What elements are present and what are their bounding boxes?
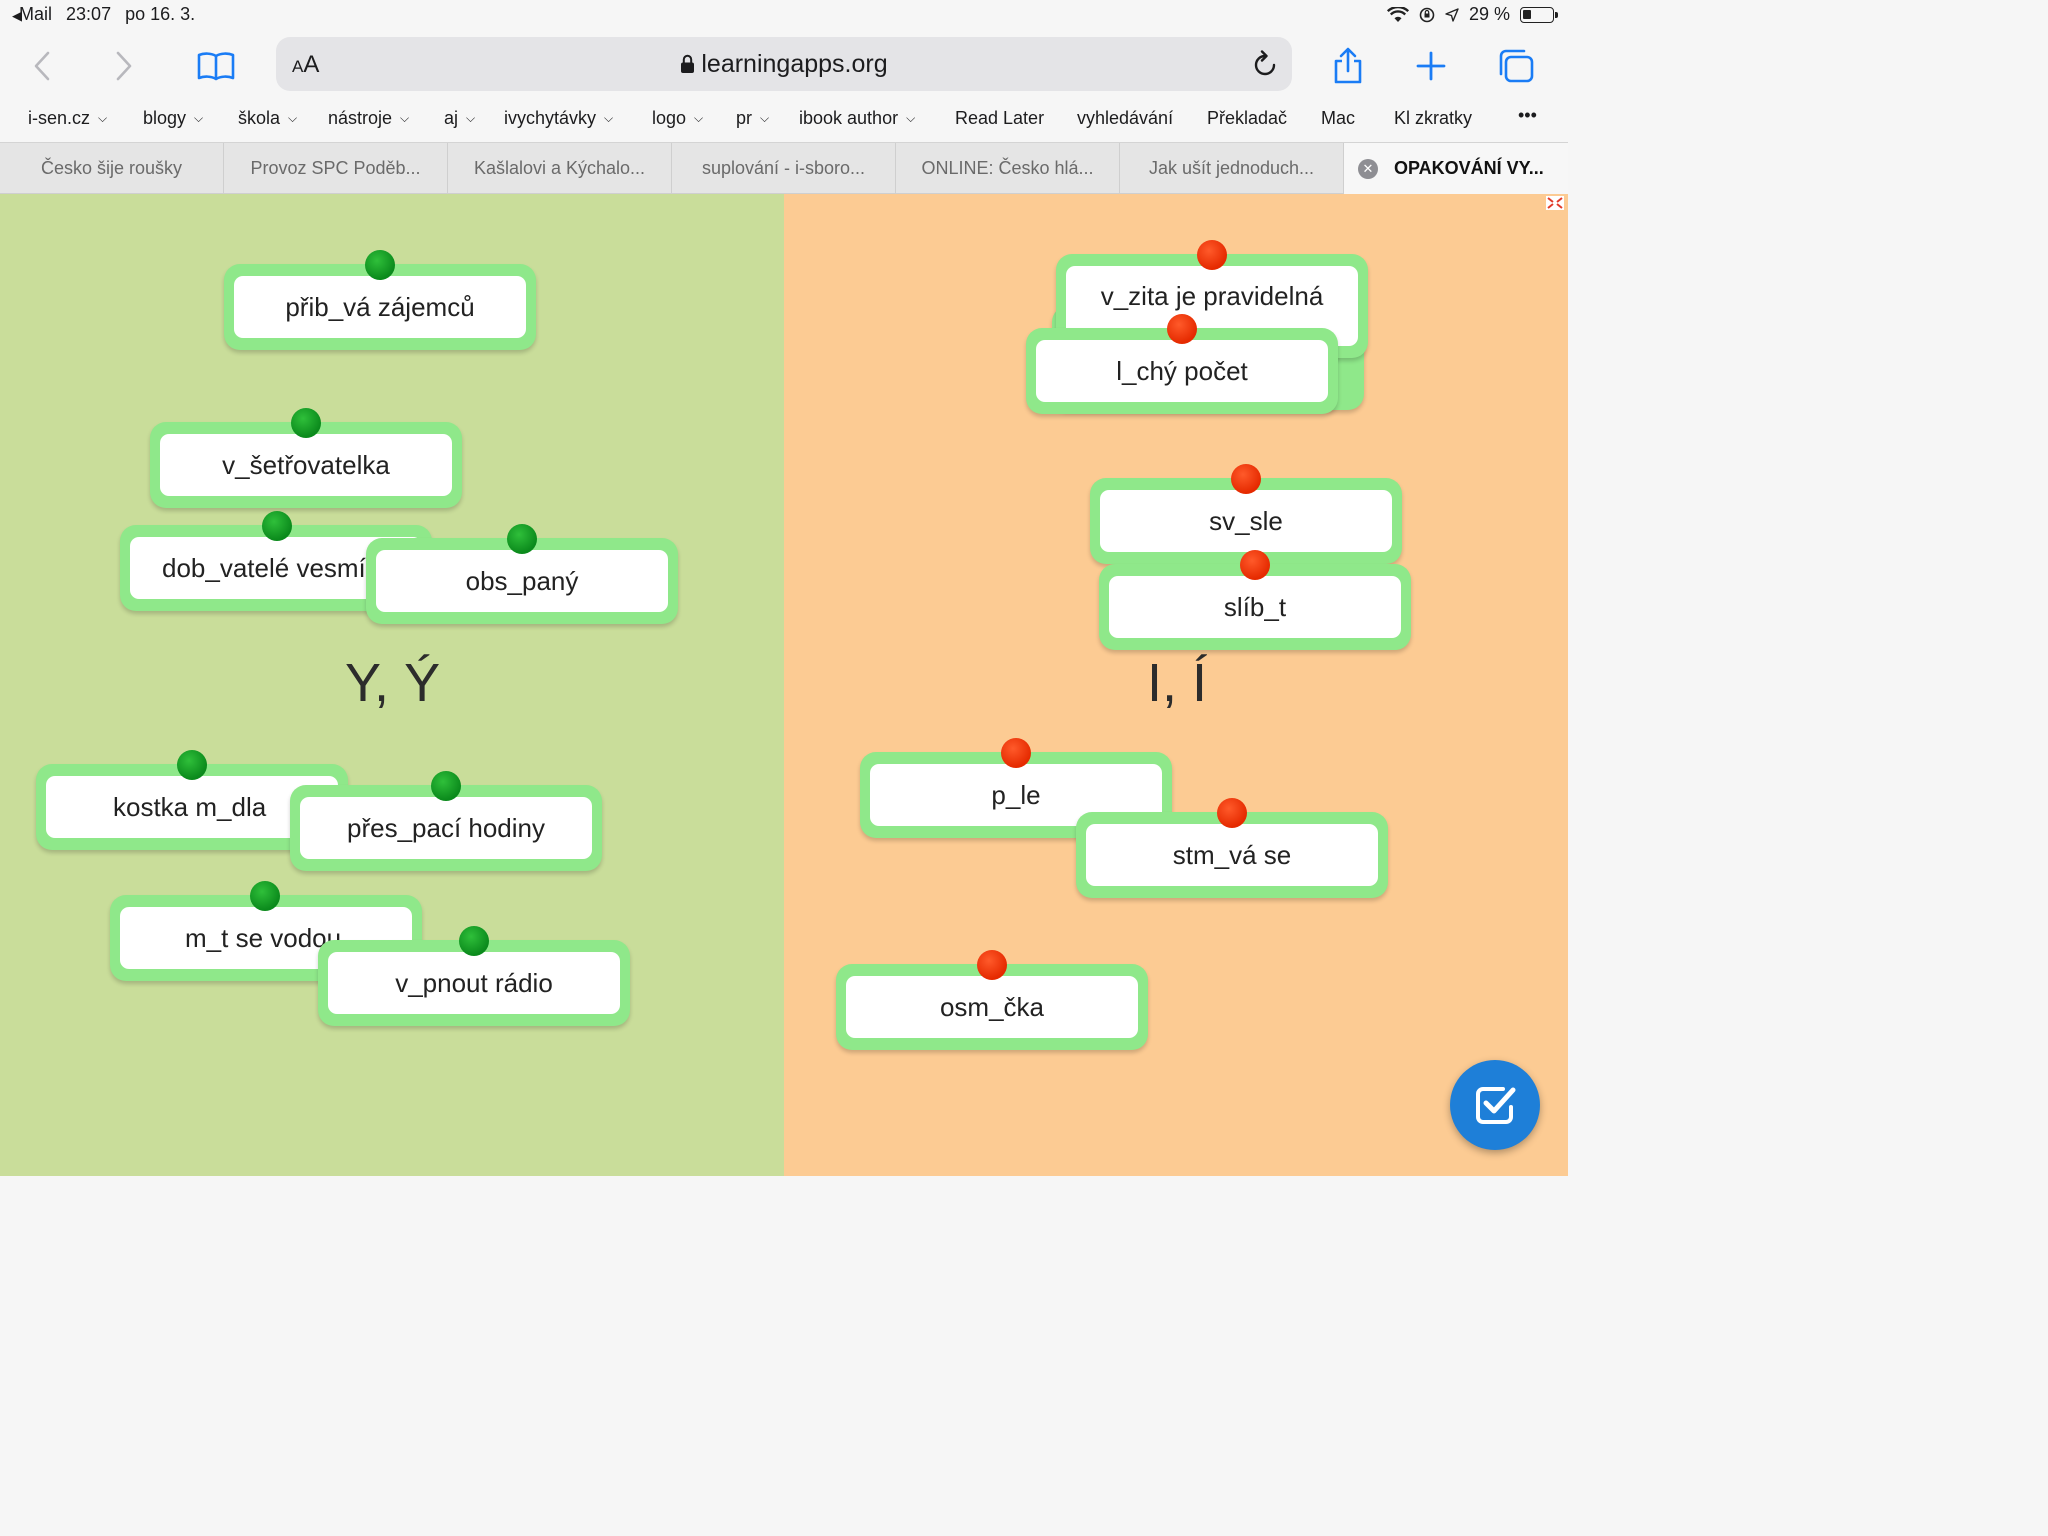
bookmark-folder-blogy[interactable]: blogy⌵ (143, 108, 204, 128)
bookmark-folder-skola[interactable]: škola⌵ (238, 108, 298, 128)
text-size-button[interactable]: AA (292, 51, 320, 78)
pin-green-icon (431, 771, 461, 801)
tab-bar: Česko šije roušky Provoz SPC Poděb... Ka… (0, 142, 1568, 194)
word-card[interactable]: obs_paný (366, 524, 678, 624)
check-answers-button[interactable] (1450, 1060, 1540, 1150)
plus-icon (1416, 51, 1446, 81)
forward-button[interactable] (102, 44, 146, 88)
chevron-left-icon (34, 51, 50, 81)
status-date: po 16. 3. (125, 4, 196, 24)
tab-provoz-spc[interactable]: Provoz SPC Poděb... (224, 143, 448, 194)
pin-green-icon (250, 881, 280, 911)
word-card[interactable]: l_chý počet (1026, 314, 1338, 414)
bookmark-read-later[interactable]: Read Later (955, 108, 1045, 128)
tab-online-cesko[interactable]: ONLINE: Česko hlá... (896, 143, 1120, 194)
pin-green-icon (507, 524, 537, 554)
check-square-icon (1476, 1087, 1516, 1124)
chevron-down-icon: ⌵ (760, 111, 770, 125)
category-label-y: Y, Ý (345, 653, 441, 713)
word-card[interactable]: přib_vá zájemců (224, 250, 536, 350)
close-tab-icon[interactable]: ✕ (1358, 158, 1378, 179)
bookmark-folder-nastroje[interactable]: nástroje⌵ (328, 108, 410, 128)
bookmark-vyhledavani[interactable]: vyhledávání (1077, 108, 1174, 128)
reload-icon (1254, 50, 1276, 76)
tab-cesko-sije-rousky[interactable]: Česko šije roušky (0, 143, 224, 194)
word-card[interactable]: sv_sle (1090, 464, 1402, 564)
new-tab-button[interactable] (1409, 44, 1453, 88)
word-card[interactable]: v_šetřovatelka (150, 408, 462, 508)
bookmark-prekladac[interactable]: Překladač (1207, 108, 1288, 128)
pin-red-icon (1197, 240, 1227, 270)
lock-icon (681, 54, 695, 73)
tab-opakovani-active[interactable]: ✕ OPAKOVÁNÍ VY... (1344, 143, 1568, 194)
pin-red-icon (1217, 798, 1247, 828)
tab-jak-usit[interactable]: Jak ušít jednoduch... (1120, 143, 1344, 194)
chevron-down-icon: ⌵ (604, 111, 614, 125)
url-text: learningapps.org (701, 50, 888, 78)
chevron-down-icon: ⌵ (400, 111, 410, 125)
share-icon (1334, 47, 1362, 84)
more-bookmarks-button[interactable]: ••• (1518, 105, 1537, 125)
word-card[interactable]: slíb_t (1099, 550, 1411, 650)
tabs-overview-button[interactable] (1494, 44, 1538, 88)
pin-red-icon (1001, 738, 1031, 768)
pin-red-icon (1240, 550, 1270, 580)
tab-suplovani[interactable]: suplování - i-sboro... (672, 143, 896, 194)
learningapps-exercise: Y, Ý I, Í přib_vá zájemců v_šetřovatelka… (0, 194, 1568, 1176)
pin-red-icon (1231, 464, 1261, 494)
tabs-icon (1499, 49, 1534, 83)
bookmark-mac[interactable]: Mac (1321, 108, 1356, 128)
category-label-i: I, Í (1147, 653, 1208, 713)
bookmark-folder-i-sen[interactable]: i-sen.cz⌵ (28, 108, 108, 128)
chevron-down-icon: ⌵ (194, 111, 204, 125)
bookmark-folder-aj[interactable]: aj⌵ (444, 108, 476, 128)
word-card[interactable]: stm_vá se (1076, 798, 1388, 898)
address-bar[interactable]: AA learningapps.org (276, 37, 1292, 91)
book-icon (197, 52, 235, 81)
bookmark-folder-ibook-author[interactable]: ibook author⌵ (799, 108, 916, 128)
word-card[interactable]: přes_pací hodiny (290, 771, 602, 871)
word-card[interactable]: v_pnout rádio (318, 926, 630, 1026)
battery-icon (1520, 6, 1558, 23)
back-button[interactable] (20, 44, 64, 88)
back-to-app-link[interactable]: ◀ Mail (12, 4, 53, 24)
bookmarks-bar: i-sen.cz⌵ blogy⌵ škola⌵ nástroje⌵ aj⌵ iv… (0, 100, 1568, 138)
reload-button[interactable] (1252, 50, 1278, 83)
orientation-lock-icon (1419, 7, 1435, 22)
browser-toolbar (0, 30, 1568, 100)
wifi-icon (1386, 6, 1409, 22)
battery-percent: 29 % (1468, 4, 1510, 24)
pin-green-icon (291, 408, 321, 438)
chevron-down-icon: ⌵ (906, 111, 916, 125)
word-card[interactable]: osm_čka (836, 950, 1148, 1050)
pin-red-icon (977, 950, 1007, 980)
fullscreen-icon[interactable] (1546, 196, 1564, 210)
status-bar: ◀ Mail 23:07 po 16. 3. 29 % (0, 0, 1568, 30)
tab-kaslalovi[interactable]: Kašlalovi a Kýchalo... (448, 143, 672, 194)
tab-label: OPAKOVÁNÍ VY... (1394, 158, 1544, 178)
status-time: 23:07 (66, 4, 112, 24)
chevron-right-icon (116, 51, 132, 81)
location-icon (1445, 7, 1459, 22)
chevron-down-icon: ⌵ (288, 111, 298, 125)
chevron-down-icon: ⌵ (98, 111, 108, 125)
bookmark-folder-pr[interactable]: pr⌵ (736, 108, 770, 128)
pin-green-icon (459, 926, 489, 956)
pin-green-icon (262, 511, 292, 541)
pin-green-icon (177, 750, 207, 780)
pin-red-icon (1167, 314, 1197, 344)
bookmark-folder-logo[interactable]: logo⌵ (652, 108, 704, 128)
bookmark-kl-zkratky[interactable]: Kl zkratky (1394, 108, 1473, 128)
chevron-down-icon: ⌵ (694, 111, 704, 125)
share-button[interactable] (1326, 44, 1370, 88)
url-display[interactable]: learningapps.org (276, 50, 1292, 79)
battery-fill (1523, 9, 1531, 19)
pin-green-icon (365, 250, 395, 280)
chevron-down-icon: ⌵ (466, 111, 476, 125)
bookmark-folder-ivychytavky[interactable]: ivychytávky⌵ (504, 108, 614, 128)
bookmarks-button[interactable] (194, 44, 238, 88)
